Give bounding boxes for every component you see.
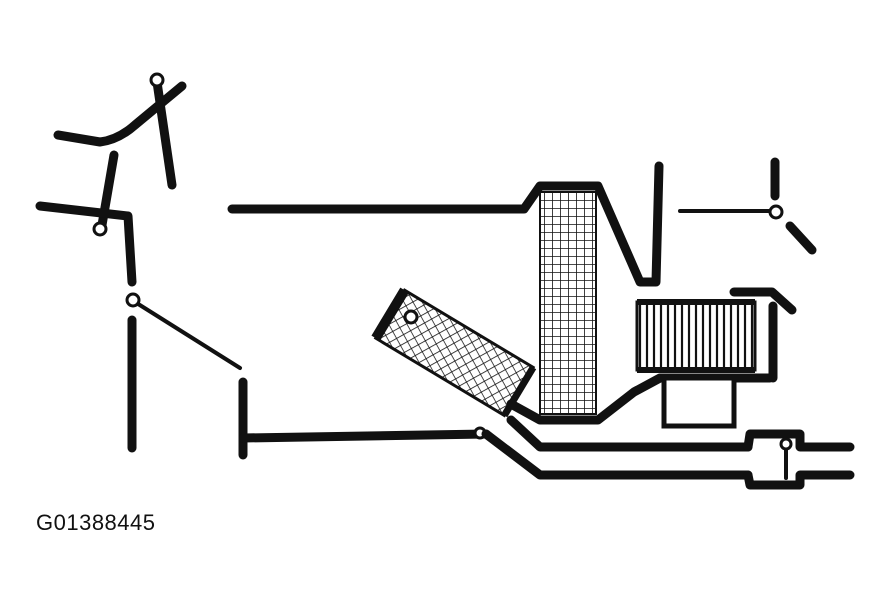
recirc-door-pivot-icon xyxy=(768,204,784,220)
upper-mode-door xyxy=(152,77,177,190)
blower-wheel xyxy=(635,300,757,372)
recirc-door-assembly xyxy=(678,157,817,255)
floor-door-pivot-icon xyxy=(125,292,141,308)
outlet-pipe-assembly xyxy=(743,429,855,490)
evaporator-core xyxy=(539,191,597,415)
lower-outlet-inner-wall xyxy=(506,415,753,452)
blower-motor xyxy=(661,375,737,429)
floor-door xyxy=(133,300,242,370)
left-floor-door-assembly xyxy=(125,292,491,460)
upper-vent-duct-wall xyxy=(53,81,187,147)
lower-outlet-wall xyxy=(481,429,753,480)
blower-assembly xyxy=(635,287,797,429)
defrost-duct-wall xyxy=(35,201,137,287)
upper-main-duct-wall xyxy=(227,161,664,287)
outlet-pipe-lower xyxy=(743,470,855,490)
blower-scroll-top xyxy=(729,287,797,315)
lower-chamber-floor xyxy=(238,429,491,443)
heater-core xyxy=(371,287,537,418)
outlet-pipe-upper xyxy=(743,429,855,452)
heater-core-pivot-icon xyxy=(403,309,419,325)
defrost-door-pivot-icon xyxy=(92,221,108,237)
upper-left-door-assembly xyxy=(35,72,187,287)
upper-mode-door-pivot-icon xyxy=(149,72,165,88)
outlet-valve-pivot-icon xyxy=(779,437,793,451)
recirc-door xyxy=(785,221,817,255)
figure-id-label: G01388445 xyxy=(36,510,156,535)
